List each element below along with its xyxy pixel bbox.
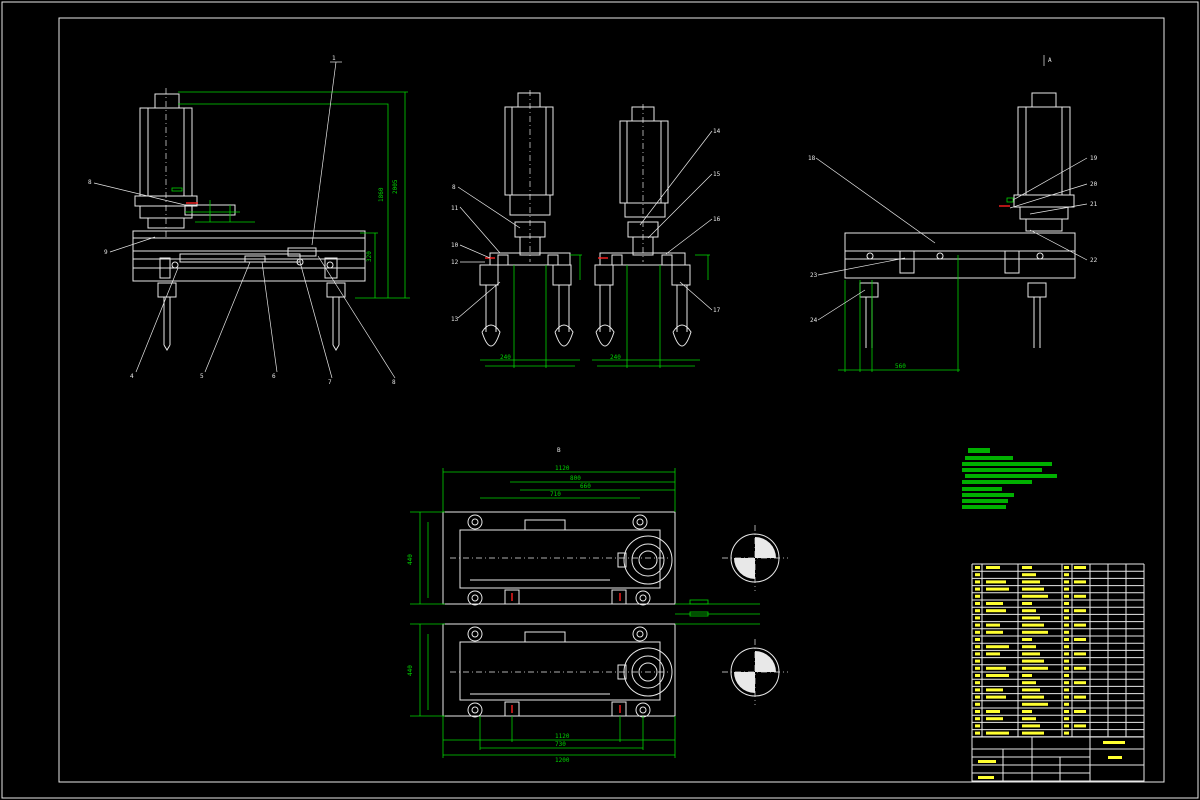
svg-text:2005: 2005 xyxy=(392,179,399,194)
sheet-inner-frame xyxy=(58,17,1165,783)
svg-text:660: 660 xyxy=(580,483,591,490)
right-balloon-19: 19 xyxy=(1090,155,1098,162)
front-balloon-7: 7 xyxy=(328,379,332,386)
front-balloon-8b: 8 xyxy=(392,379,396,386)
rotation-symbol-upper xyxy=(722,525,788,591)
front-balloon-9: 9 xyxy=(104,249,108,256)
svg-text:1120: 1120 xyxy=(555,733,570,740)
svg-text:240: 240 xyxy=(500,354,511,361)
side-balloon-15: 15 xyxy=(713,171,721,178)
right-balloon-24: 24 xyxy=(810,317,818,324)
technical-notes xyxy=(962,448,1057,509)
title-block xyxy=(971,736,1145,782)
svg-text:1860: 1860 xyxy=(378,187,385,202)
front-balloon-8a: 8 xyxy=(88,179,92,186)
right-balloon-18: 18 xyxy=(808,155,816,162)
side-balloon-11: 11 xyxy=(451,205,459,212)
svg-text:440: 440 xyxy=(407,554,414,565)
front-balloon-6: 6 xyxy=(272,373,276,380)
side-balloon-12: 12 xyxy=(451,259,459,266)
right-balloon-22: 22 xyxy=(1090,257,1098,264)
svg-text:800: 800 xyxy=(570,475,581,482)
svg-text:1120: 1120 xyxy=(555,465,570,472)
side-balloon-8: 8 xyxy=(452,184,456,191)
plan-view-b: B xyxy=(407,447,788,764)
front-balloon-1: 1 xyxy=(332,55,336,62)
svg-text:320: 320 xyxy=(366,251,373,262)
side-balloon-16: 16 xyxy=(713,216,721,223)
side-view: 240 240 8 11 10 12 13 14 15 16 17 xyxy=(451,90,721,368)
side-balloon-14: 14 xyxy=(713,128,721,135)
right-balloon-21: 21 xyxy=(1090,201,1098,208)
side-balloon-10: 10 xyxy=(451,242,459,249)
svg-text:440: 440 xyxy=(407,665,414,676)
right-balloon-23: 23 xyxy=(810,272,818,279)
svg-text:1200: 1200 xyxy=(555,757,570,764)
front-balloon-5: 5 xyxy=(200,373,204,380)
front-view: 2005 1860 320 1 8 9 4 5 6 7 8 xyxy=(88,55,410,386)
rotation-symbol-lower xyxy=(722,639,788,705)
front-balloon-4: 4 xyxy=(130,373,134,380)
right-view-a: A 560 18 xyxy=(808,55,1098,372)
parts-list xyxy=(971,563,1145,738)
svg-text:560: 560 xyxy=(895,363,906,370)
view-b-title: B xyxy=(557,447,561,454)
view-a-title: A xyxy=(1048,57,1052,64)
side-balloon-13: 13 xyxy=(451,316,459,323)
svg-text:730: 730 xyxy=(555,741,566,748)
svg-text:710: 710 xyxy=(550,491,561,498)
svg-text:240: 240 xyxy=(610,354,621,361)
right-balloon-20: 20 xyxy=(1090,181,1098,188)
side-balloon-17: 17 xyxy=(713,307,721,314)
